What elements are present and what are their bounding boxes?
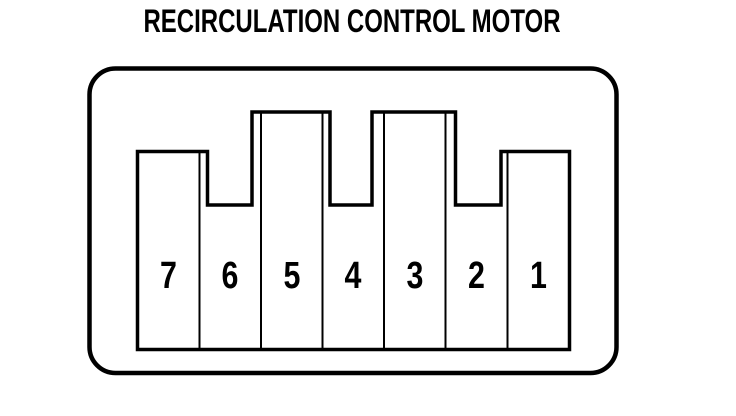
connector-housing-outline [87, 66, 619, 376]
diagram-title: RECIRCULATION CONTROL MOTOR [143, 3, 560, 39]
pin-number-label: 5 [284, 255, 301, 297]
pin-number-label: 6 [222, 255, 239, 297]
pin-number-label: 4 [345, 255, 362, 297]
pin-number-label: 7 [160, 255, 177, 297]
pin-number-label: 1 [530, 255, 547, 297]
pin-number-label: 3 [407, 255, 424, 297]
pin-number-label: 2 [468, 255, 485, 297]
pin-housing-profile [135, 110, 572, 352]
